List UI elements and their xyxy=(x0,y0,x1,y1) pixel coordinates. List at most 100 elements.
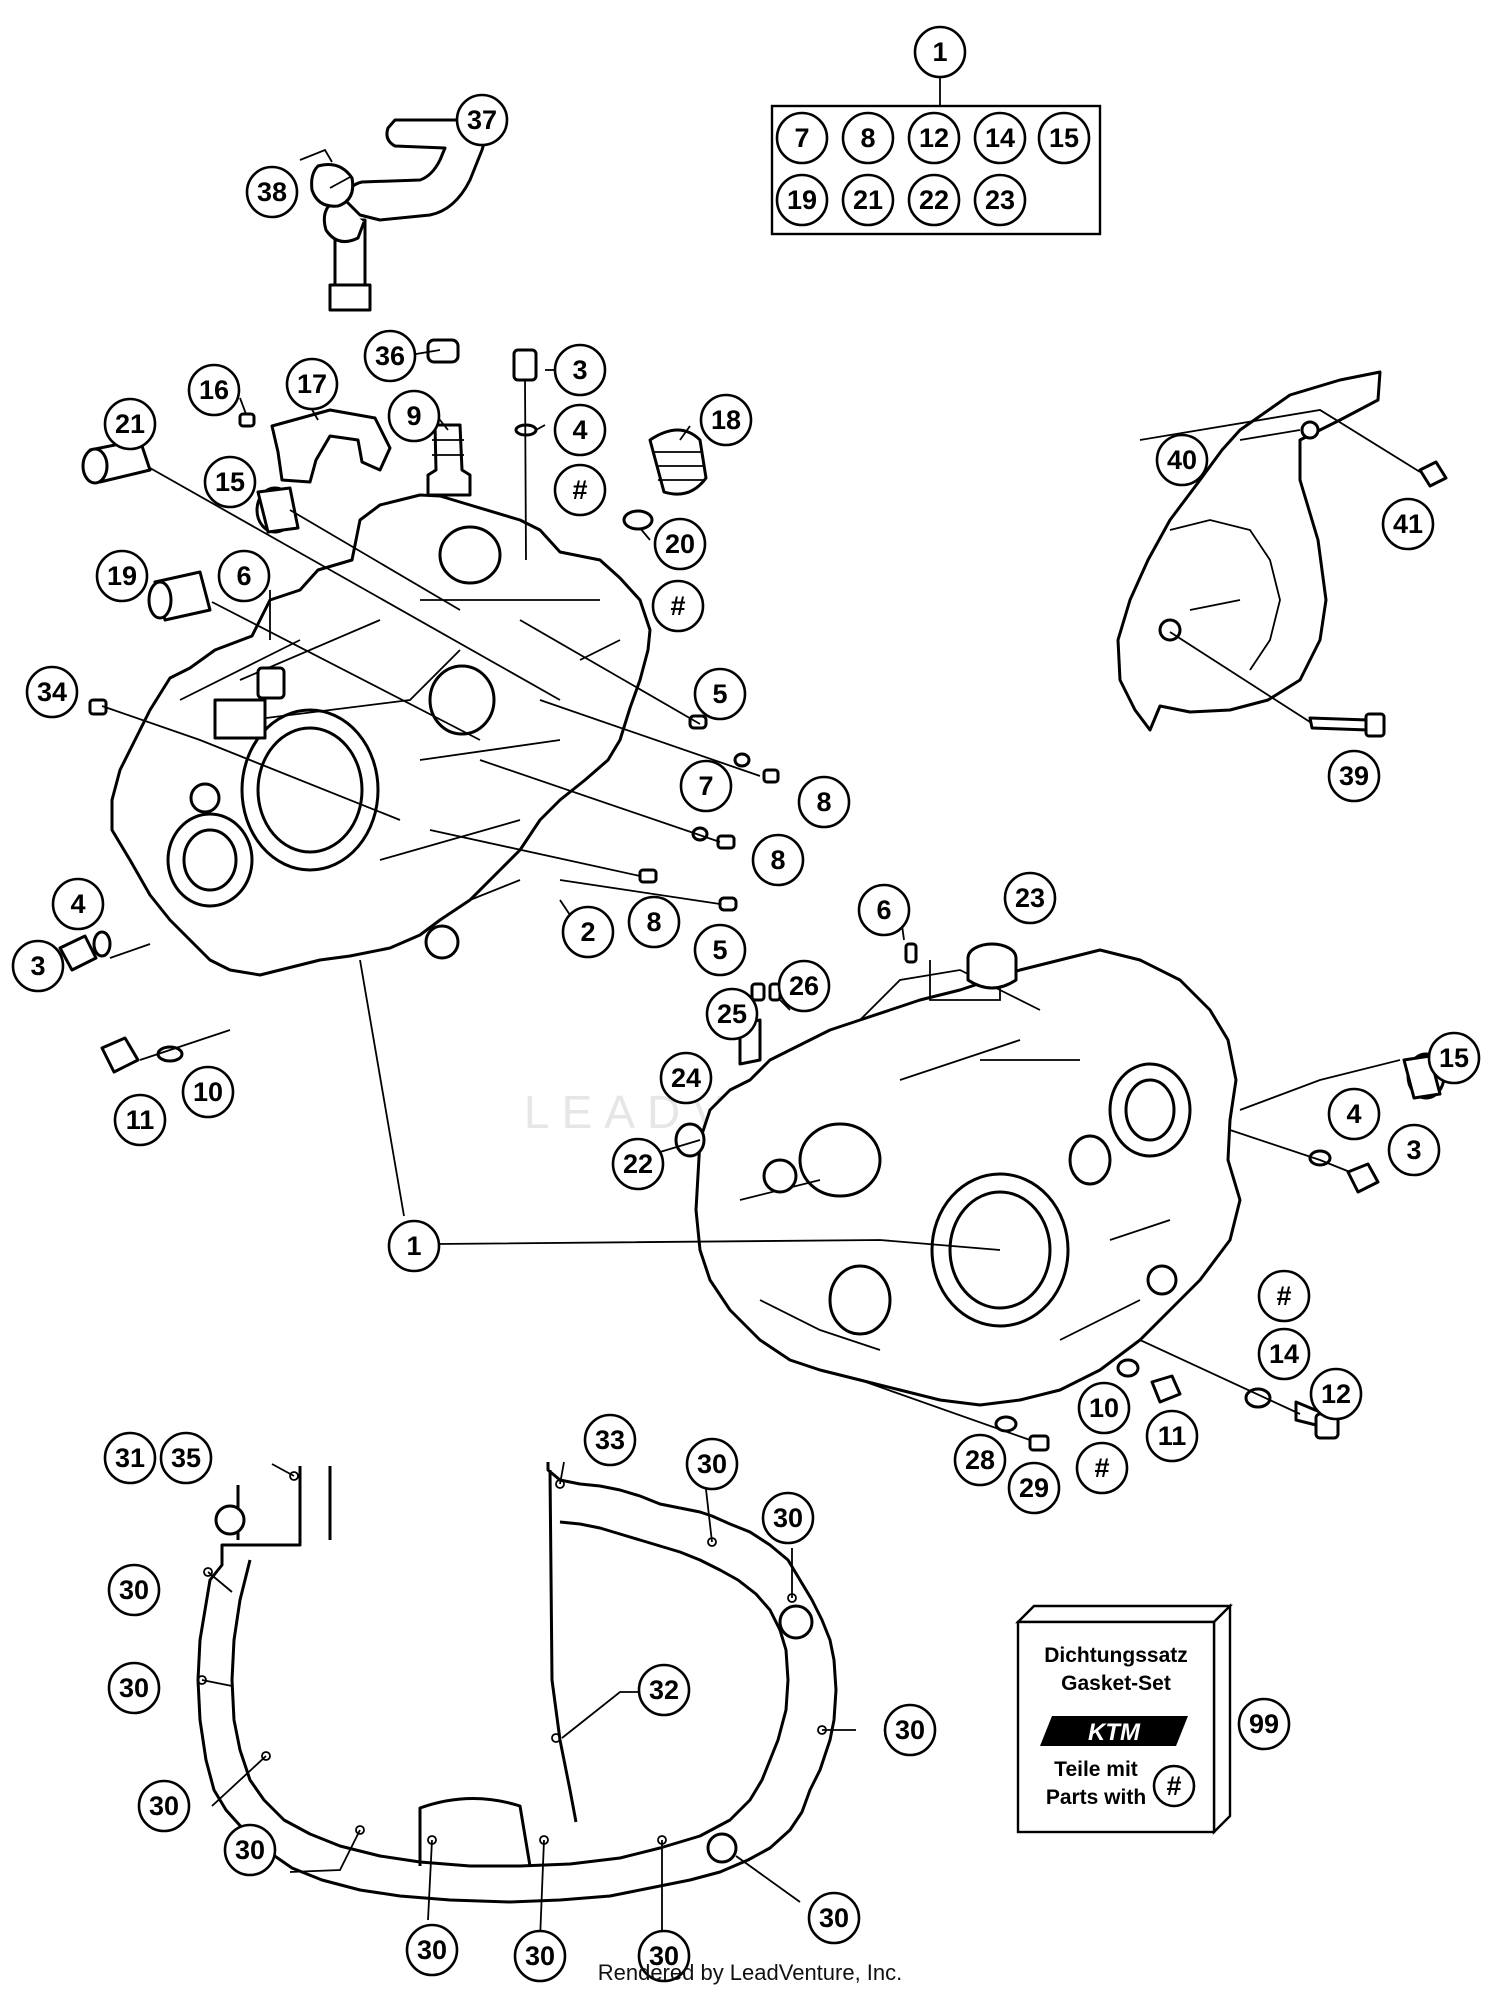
callout-c1h: 4 xyxy=(553,403,607,457)
callout-c3j: 30 xyxy=(513,1929,567,1983)
callout-c3k: 30 xyxy=(637,1929,691,1983)
assembly-member-callout: 22 xyxy=(907,173,961,227)
svg-text:3: 3 xyxy=(572,355,587,385)
svg-text:32: 32 xyxy=(649,1675,679,1705)
svg-text:1: 1 xyxy=(406,1231,421,1261)
callout-c2u: 28 xyxy=(953,1433,1007,1487)
svg-text:5: 5 xyxy=(712,679,727,709)
svg-text:21: 21 xyxy=(115,409,145,439)
screw-6-right xyxy=(904,942,918,964)
svg-text:#: # xyxy=(572,475,587,505)
callout-c3g: 30 xyxy=(137,1779,191,1833)
svg-text:30: 30 xyxy=(649,1941,679,1971)
svg-text:#: # xyxy=(1166,1771,1181,1801)
svg-text:33: 33 xyxy=(595,1425,625,1455)
callout-c2y: 35 xyxy=(159,1431,213,1485)
svg-text:15: 15 xyxy=(1439,1043,1469,1073)
svg-text:15: 15 xyxy=(1049,123,1079,153)
callout-c1w: 8 xyxy=(627,895,681,949)
svg-text:19: 19 xyxy=(107,561,137,591)
screw-29 xyxy=(1028,1434,1050,1452)
kit-line-dichtungssatz: Dichtungssatz xyxy=(1044,1644,1188,1667)
callout-c3f: 30 xyxy=(883,1703,937,1757)
screw-8-mid xyxy=(691,826,736,850)
callout-c3b: 30 xyxy=(761,1491,815,1545)
svg-text:30: 30 xyxy=(119,1575,149,1605)
ktm-logo-text: KTM xyxy=(1088,1719,1141,1746)
callout-c1e: 16 xyxy=(187,363,241,417)
callout-c2g: 23 xyxy=(1003,871,1057,925)
bearing-23 xyxy=(966,942,1018,990)
screw-41 xyxy=(1418,460,1448,488)
svg-text:39: 39 xyxy=(1339,761,1369,791)
callout-c1j: 21 xyxy=(103,397,157,451)
callout-c2c: 40 xyxy=(1155,433,1209,487)
kit-line-parts-with: Parts with xyxy=(1046,1786,1146,1809)
svg-text:38: 38 xyxy=(257,177,287,207)
leader-lines xyxy=(101,175,1421,1941)
svg-text:23: 23 xyxy=(985,185,1015,215)
callout-c1s: 7 xyxy=(679,759,733,813)
svg-text:41: 41 xyxy=(1393,509,1423,539)
callout-c3c: 30 xyxy=(107,1563,161,1617)
screw-39 xyxy=(1308,712,1386,738)
callout-c1x: 5 xyxy=(693,923,747,977)
screw-8-low xyxy=(638,868,658,884)
callout-c3d: 30 xyxy=(107,1661,161,1715)
callout-c1y: 3 xyxy=(11,939,65,993)
ignition-cover-40 xyxy=(1116,370,1382,732)
svg-text:4: 4 xyxy=(572,415,587,445)
svg-text:24: 24 xyxy=(671,1063,701,1093)
callout-c1u: 8 xyxy=(751,833,805,887)
assembly-member-callout: 7 xyxy=(775,111,829,165)
callout-c2i: 26 xyxy=(777,959,831,1013)
svg-text:9: 9 xyxy=(406,401,421,431)
plug-3-right xyxy=(1346,1162,1380,1194)
assembly-member-callout: 8 xyxy=(841,111,895,165)
svg-text:31: 31 xyxy=(115,1443,145,1473)
svg-text:99: 99 xyxy=(1249,1709,1279,1739)
svg-text:30: 30 xyxy=(235,1835,265,1865)
svg-text:30: 30 xyxy=(525,1941,555,1971)
cap-18 xyxy=(648,428,708,496)
hose-clamp xyxy=(299,148,355,208)
callout-c2z: 33 xyxy=(583,1413,637,1467)
callout-99: 99 xyxy=(1237,1697,1291,1751)
svg-text:36: 36 xyxy=(375,341,405,371)
svg-text:8: 8 xyxy=(816,787,831,817)
svg-text:23: 23 xyxy=(1015,883,1045,913)
bracket-17 xyxy=(270,408,392,484)
svg-text:#: # xyxy=(1094,1453,1109,1483)
svg-text:40: 40 xyxy=(1167,445,1197,475)
screw-25-26 xyxy=(750,982,782,1002)
svg-text:11: 11 xyxy=(126,1105,155,1135)
assembly-member-callout: 14 xyxy=(973,111,1027,165)
svg-text:14: 14 xyxy=(1269,1339,1299,1369)
callout-c1v: 4 xyxy=(51,877,105,931)
o-ring-10-right xyxy=(1116,1358,1140,1378)
svg-text:6: 6 xyxy=(876,895,891,925)
kit-line-teile-mit: Teile mit xyxy=(1054,1758,1138,1781)
svg-text:7: 7 xyxy=(794,123,809,153)
svg-text:1: 1 xyxy=(932,37,947,67)
left-crankcase-half xyxy=(110,493,652,977)
svg-text:10: 10 xyxy=(193,1077,223,1107)
svg-text:30: 30 xyxy=(697,1449,727,1479)
callout-c2h: 25 xyxy=(705,987,759,1041)
svg-text:2: 2 xyxy=(580,917,595,947)
screw-16 xyxy=(238,412,256,428)
svg-text:18: 18 xyxy=(711,405,741,435)
svg-text:22: 22 xyxy=(919,185,949,215)
svg-text:12: 12 xyxy=(919,123,949,153)
callout-c3e: 32 xyxy=(637,1663,691,1717)
svg-text:16: 16 xyxy=(199,375,229,405)
callout-c1o: 6 xyxy=(217,549,271,603)
svg-text:#: # xyxy=(670,591,685,621)
dowel-5-lower xyxy=(718,896,738,912)
svg-text:3: 3 xyxy=(30,951,45,981)
callout-c3a: 30 xyxy=(685,1437,739,1491)
svg-text:35: 35 xyxy=(171,1443,201,1473)
bearing-bushing-21 xyxy=(81,438,152,485)
svg-text:37: 37 xyxy=(467,105,497,135)
